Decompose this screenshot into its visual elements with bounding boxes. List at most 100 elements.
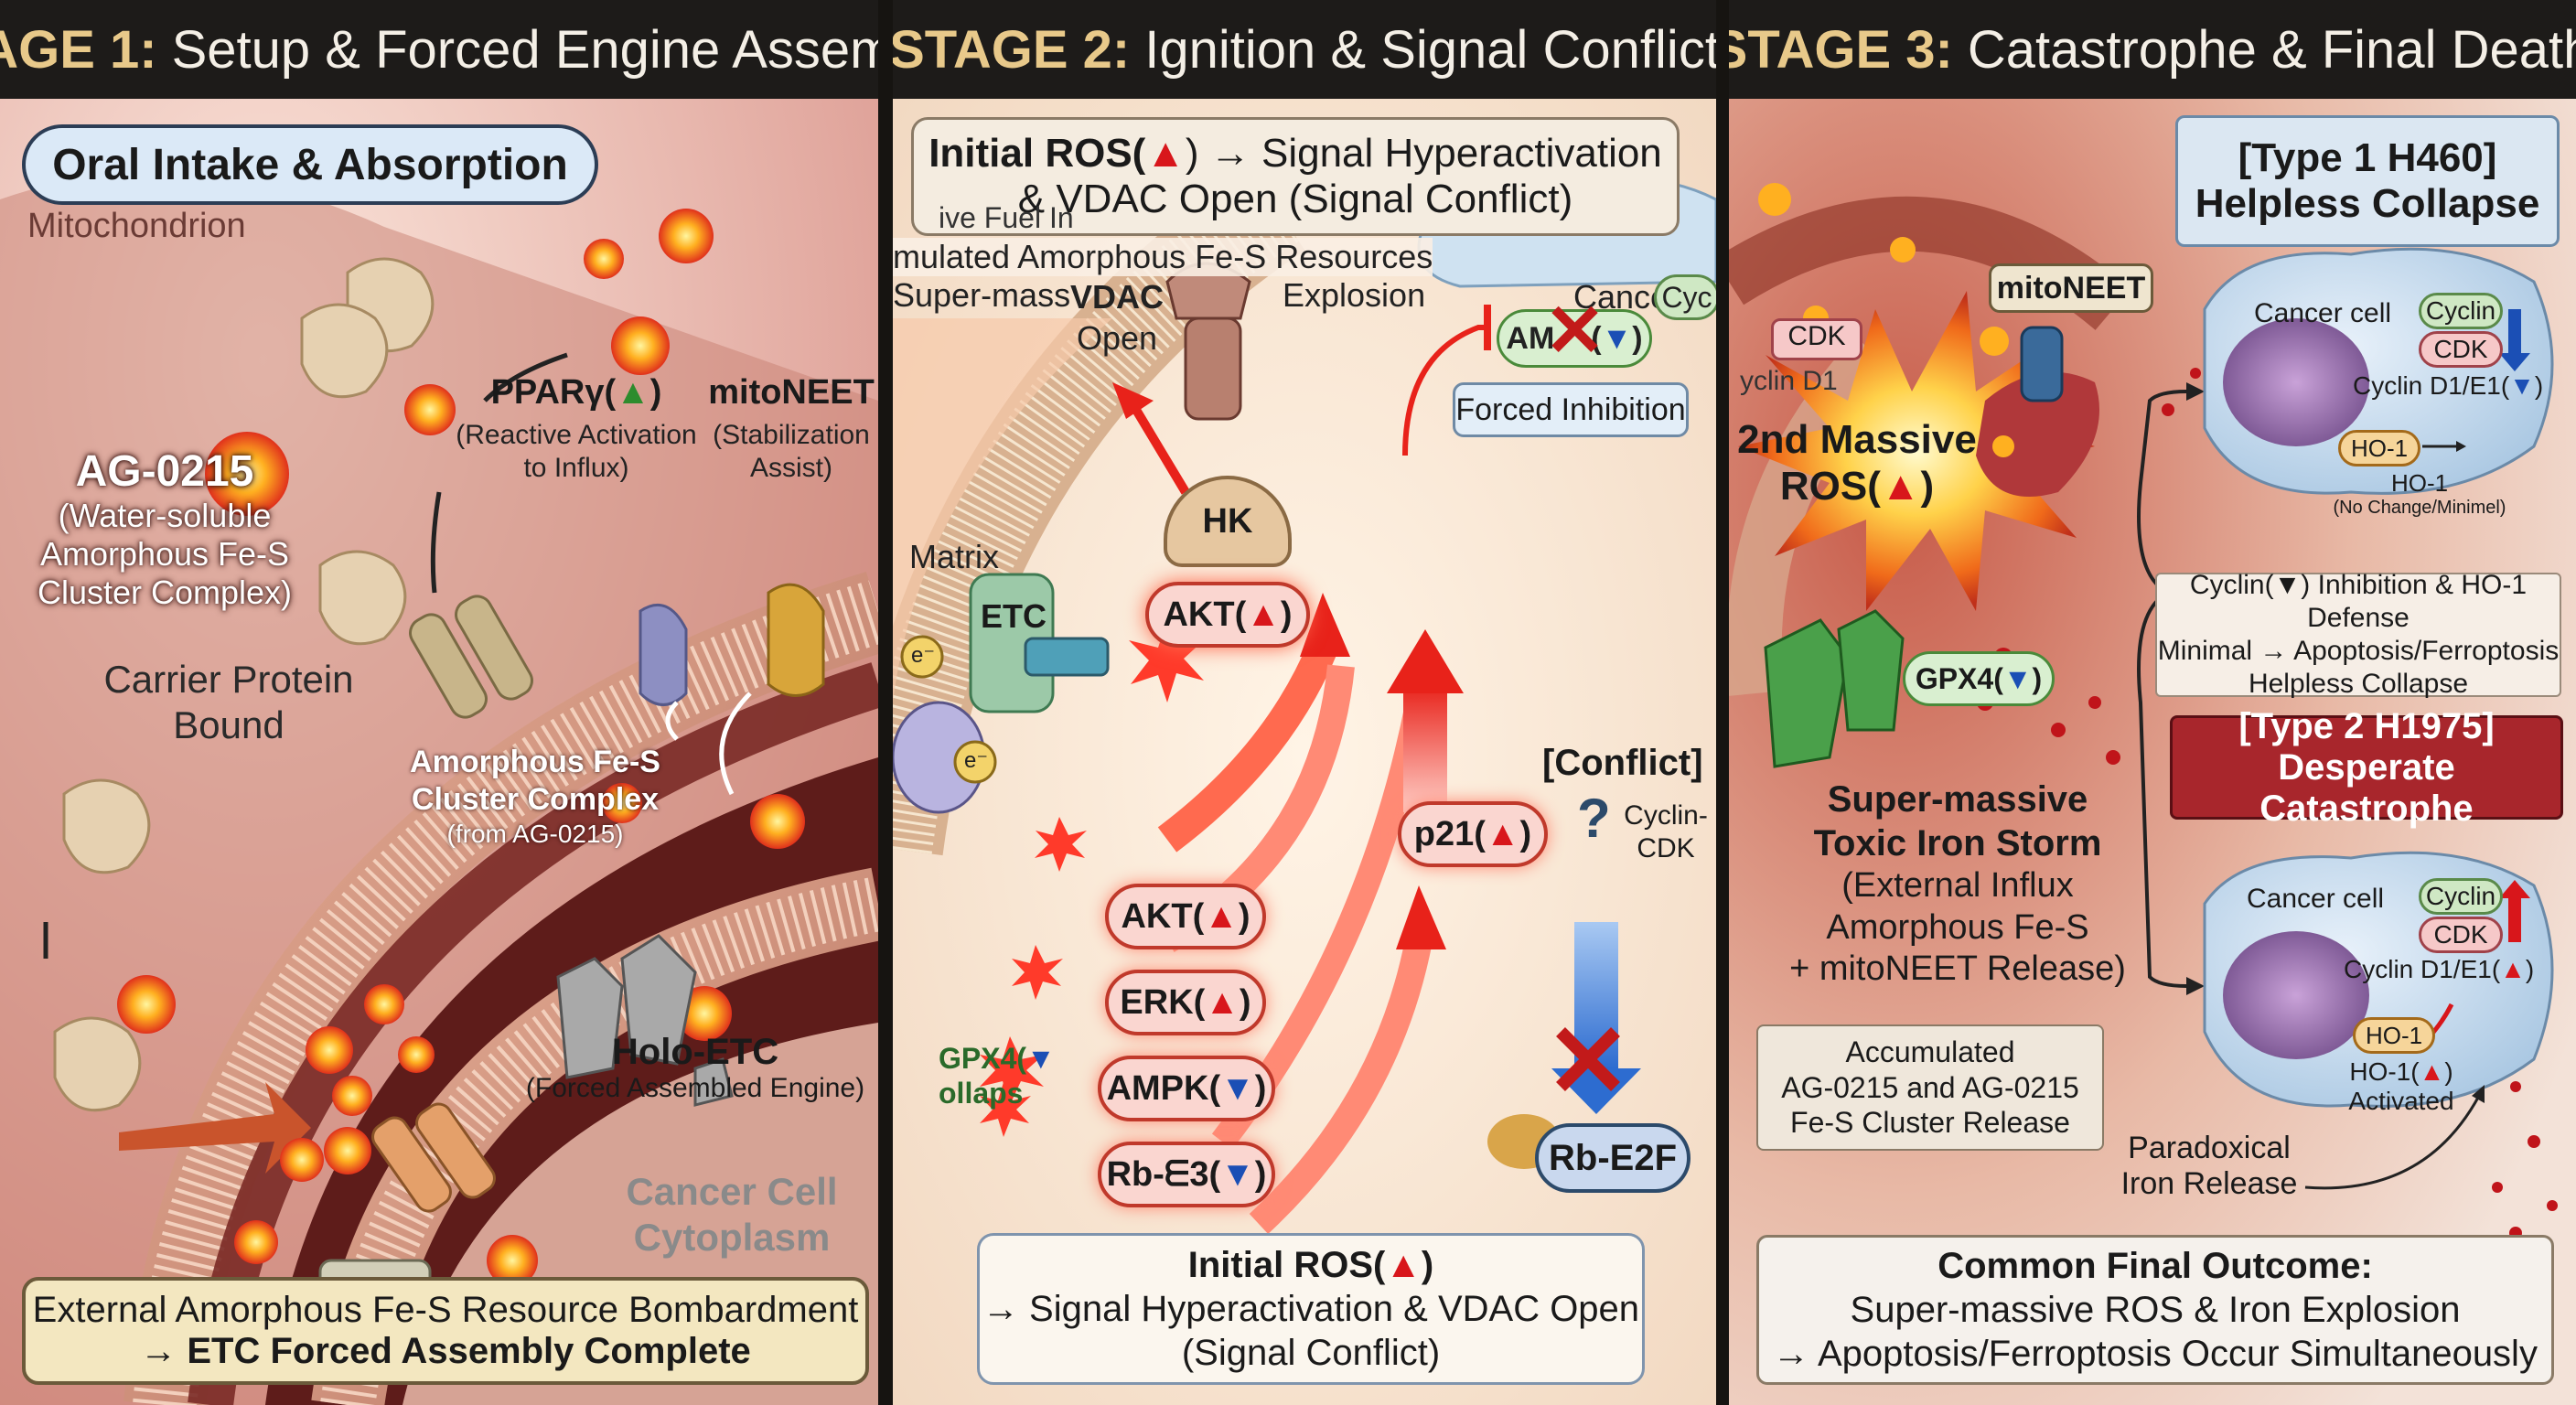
cell1-d1-close: ) xyxy=(2534,371,2544,400)
cell2-d1-arrow: ▲ xyxy=(2500,955,2526,983)
stage2-summary-line-1: Initial ROS(▲) xyxy=(1188,1243,1434,1287)
conflict-label: [Conflict] xyxy=(1542,743,1703,783)
ppar-transporter-shape xyxy=(409,595,533,719)
stage1-header: STAGE 1: Setup & Forced Engine Assembly xyxy=(0,0,878,99)
stage1-panel: STAGE 1: Setup & Forced Engine Assembly xyxy=(0,0,878,1405)
erk-arrow: ▲ xyxy=(1205,982,1240,1022)
stage2-summary-close: ) xyxy=(1421,1245,1434,1285)
outcome-line-3: → Apoptosis/Ferroptosis Occur Simultaneo… xyxy=(1773,1334,2538,1374)
cyc-pill: Cyc xyxy=(1654,274,1716,320)
mitoneet-desc-1: (Stabilization xyxy=(713,420,870,450)
type1-desc-line-2: Minimal → Apoptosis/Ferroptosis xyxy=(2157,636,2560,666)
inhibition-line xyxy=(1402,325,1487,456)
akt-top-arrow: ▲ xyxy=(1246,595,1281,634)
ppar-up-arrow: ▲ xyxy=(616,373,650,412)
holo-etc-shape xyxy=(556,934,734,1107)
cell1-ho1-desc: (No Change/Minimel) xyxy=(2333,497,2506,518)
mitoneet-channel-shape xyxy=(2020,326,2064,402)
accumulated-line-1: Accumulated xyxy=(1845,1035,2015,1069)
cell1-ho1-label: HO-1 (No Change/Minimel) xyxy=(2296,469,2543,519)
cell1-down-arrowhead xyxy=(2499,353,2530,371)
cytoplasm-line-1: Cancer Cell xyxy=(626,1170,838,1213)
p21-close: ) xyxy=(1519,814,1532,853)
gpx4-stage3-name: GPX4( xyxy=(1915,661,2003,695)
stage3-header: STAGE 3: Catastrophe & Final Death xyxy=(1729,0,2576,99)
stage2-panel: STAGE 2: Ignition & Signal Conflict xyxy=(893,0,1716,1405)
matrix-label: Matrix xyxy=(909,538,999,575)
etc-label: ETC xyxy=(981,597,1046,635)
final-outcome-box: Common Final Outcome: Super-massive ROS … xyxy=(1756,1235,2554,1385)
stage1-body: Oral Intake & Absorption Mitochondrion P… xyxy=(0,99,878,1405)
erk-close: ) xyxy=(1239,982,1251,1022)
cell2-ho1-desc: Activated xyxy=(2348,1087,2454,1116)
forced-inhibition-box: Forced Inhibition xyxy=(1453,382,1689,437)
stage1-illustration xyxy=(0,99,878,1405)
holo-etc-label: Holo-ETC (Forced Assembled Engine) xyxy=(512,1032,878,1104)
mitoneet-tag: mitoNEET xyxy=(1989,263,2153,313)
carrier-protein-shapes xyxy=(53,257,435,1112)
oral-intake-label: Oral Intake & Absorption xyxy=(22,124,598,205)
overlap-text-2: mulated Amorphous Fe-S Resources xyxy=(893,238,1433,276)
cell2-d1-close: ) xyxy=(2525,955,2535,983)
hk-vdac-arrowhead xyxy=(1112,382,1154,419)
ag0215-desc-1: (Water-soluble xyxy=(58,497,272,534)
mitochondrion-label: Mitochondrion xyxy=(27,207,246,245)
cell2-cyclin-d1: Cyclin D1/E1(▲) xyxy=(2344,955,2534,984)
gpx4-stage3-arrow: ▼ xyxy=(2002,661,2033,695)
outcome-line-1: Common Final Outcome: xyxy=(1937,1246,2373,1286)
cell1-ho1-arrowhead xyxy=(2456,441,2466,452)
cell1-ho1-name: HO-1 xyxy=(2390,469,2449,497)
stage1-summary-box: External Amorphous Fe-S Resource Bombard… xyxy=(22,1277,869,1385)
fes-line-2: Cluster Complex xyxy=(411,781,660,817)
stage2-summary-arrow: ▲ xyxy=(1385,1245,1422,1285)
stage1-flow-arrows xyxy=(43,352,752,959)
storm-line-2: Toxic Iron Storm xyxy=(1813,823,2102,863)
stage2-title: Ignition & Signal Conflict xyxy=(1144,19,1716,80)
storm-line-4: Amorphous Fe-S xyxy=(1826,907,2089,947)
ppar-desc-1: (Reactive Activation xyxy=(456,420,697,450)
paradoxical-arrow xyxy=(2304,1095,2481,1190)
iron-storm-label: Super-massive Toxic Iron Storm (External… xyxy=(1784,778,2131,991)
akt-red-arrowhead xyxy=(1300,593,1350,657)
paradoxical-label: Paradoxical Iron Release xyxy=(2104,1131,2314,1202)
type1-line-1: [Type 1 H460] xyxy=(2238,135,2497,180)
stage1-title: Setup & Forced Engine Assembly xyxy=(171,19,878,80)
ppar-description: (Reactive Activation to Influx) xyxy=(430,419,723,485)
gpx4-collapse: ollaps xyxy=(939,1077,1024,1110)
fes-complex-label: Amorphous Fe-S Cluster Complex (from AG-… xyxy=(375,744,695,849)
accumulated-line-3: Fe-S Cluster Release xyxy=(1790,1106,2070,1140)
ppar-label: PPARγ(▲) xyxy=(430,373,723,413)
electron-label-2: e⁻ xyxy=(964,748,989,773)
stage2-body: Initial ROS(▲) → Signal Hyperactivation … xyxy=(893,99,1716,1405)
akt-top-close: ) xyxy=(1280,595,1293,634)
cell2-cyclin-text: Cyclin xyxy=(2425,882,2496,910)
stage2-top-line-2: & VDAC Open (Signal Conflict) xyxy=(1017,177,1573,221)
accumulated-line-2: AG-0215 and AG-0215 xyxy=(1781,1070,2079,1104)
electron-label-1: e⁻ xyxy=(911,643,936,668)
outcome-line-2: Super-massive ROS & Iron Explosion xyxy=(1850,1290,2461,1330)
mitoneet-protein-shape xyxy=(767,583,825,697)
conflict-x-mark xyxy=(1556,1027,1620,1091)
amp-pill: AM(▼) xyxy=(1497,309,1652,368)
etc-complex-shape xyxy=(893,573,1110,814)
akt-pill: AKT(▲) xyxy=(1105,884,1266,949)
cell1-ho1-text: HO-1 xyxy=(2350,434,2409,462)
carrier-line-1: Carrier Protein xyxy=(103,658,354,701)
cell2-ho1-pill: HO-1 xyxy=(2353,1017,2435,1054)
type2-header-box: [Type 2 H1975] Desperate Catastrophe xyxy=(2170,706,2563,829)
storm-line-1: Super-massive xyxy=(1827,779,2088,820)
rb-arrow: ▼ xyxy=(1220,1154,1255,1194)
type1-header-box: [Type 1 H460] Helpless Collapse xyxy=(2175,115,2560,247)
cell2-ho1-label: HO-1(▲) Activated xyxy=(2314,1057,2488,1116)
stage3-panel: STAGE 3: Catastrophe & Final Death xyxy=(1729,0,2576,1405)
type1-line-2: Helpless Collapse xyxy=(2195,181,2540,226)
ag0215-name: AG-0215 xyxy=(75,447,254,496)
cell2-up-arrowhead xyxy=(2499,880,2530,898)
akt-arrow: ▲ xyxy=(1204,896,1239,936)
ros2-close: ) xyxy=(1920,463,1935,509)
ros-spark-5 xyxy=(1992,435,2014,457)
question-mark-icon: ? xyxy=(1577,788,1611,849)
ag0215-label: AG-0215 (Water-soluble Amorphous Fe-S Cl… xyxy=(9,446,320,612)
cytoplasm-line-2: Cytoplasm xyxy=(633,1216,831,1260)
stage2-top-ros-arrow: ▲ xyxy=(1145,131,1186,176)
